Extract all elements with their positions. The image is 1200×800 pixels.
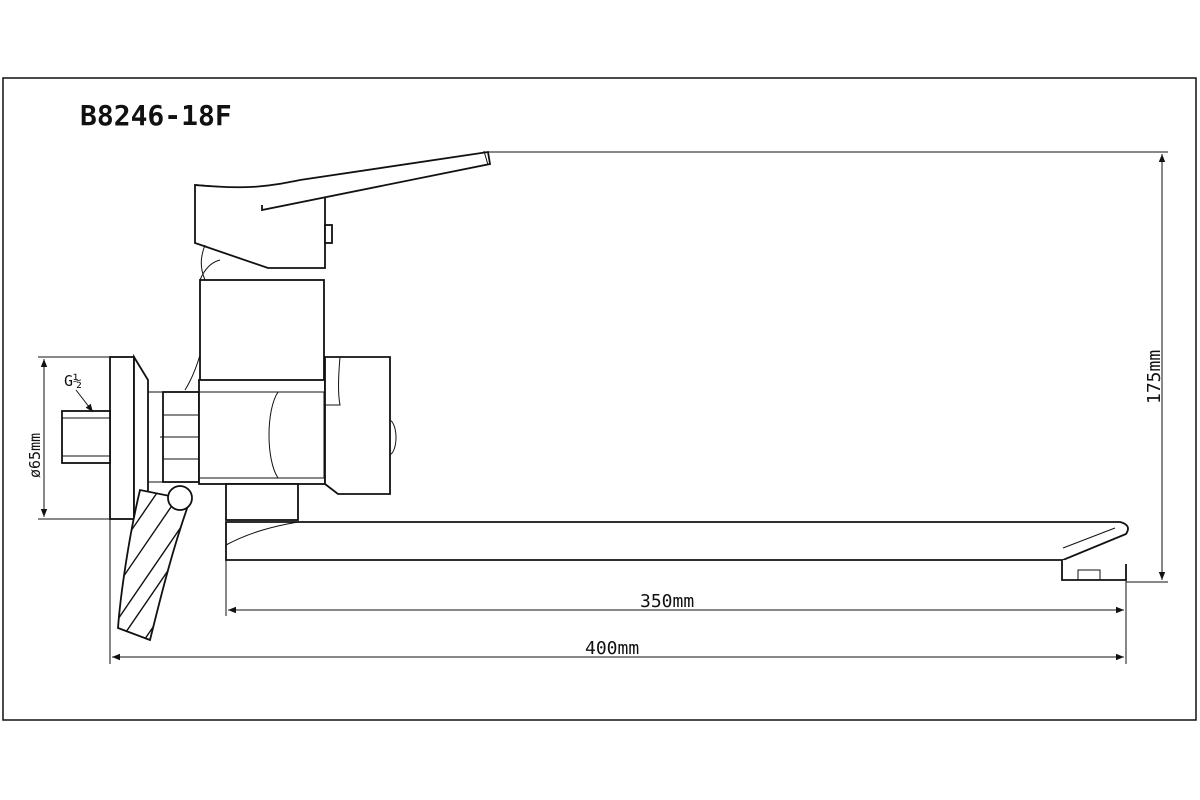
- thread-label: G½: [64, 372, 82, 390]
- overall-length-label: 400mm: [585, 638, 639, 659]
- flange-diameter-dimension: ø65mm: [26, 356, 110, 520]
- height-dimension: 175mm: [488, 151, 1168, 583]
- model-number: B8246-18F: [80, 99, 232, 132]
- mixer-handle: [194, 150, 492, 281]
- overall-length-dimension: 400mm: [109, 519, 1127, 664]
- hex-nut: [148, 391, 202, 483]
- wall-flange: [61, 353, 149, 522]
- spout-reach-dimension: 350mm: [225, 560, 1127, 616]
- drawing-frame: [2, 77, 1197, 721]
- thread-callout: G½: [64, 372, 94, 413]
- spout-reach-label: 350mm: [640, 591, 694, 612]
- faucet-body: [184, 259, 397, 521]
- height-label: 175mm: [1144, 350, 1165, 404]
- flange-diameter-label: ø65mm: [26, 433, 44, 478]
- spout: [225, 521, 1129, 581]
